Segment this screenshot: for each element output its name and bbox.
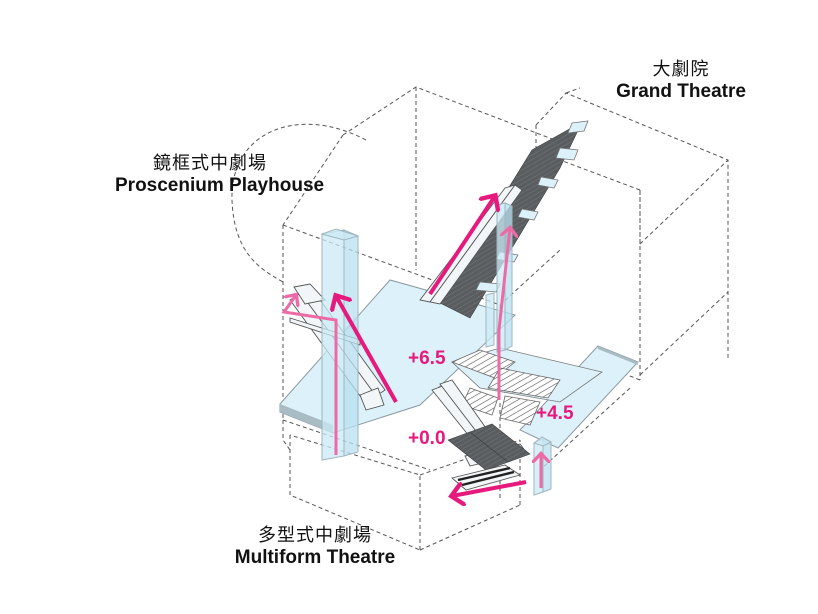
- level-label-ground: +0.0: [408, 428, 446, 449]
- level-label-upper: +6.5: [408, 348, 446, 369]
- grand-theatre-en: Grand Theatre: [616, 80, 746, 102]
- grand-theatre-zh: 大劇院: [652, 59, 710, 80]
- slab-level-6-5-edge: [280, 404, 333, 433]
- label-multiform-theatre: 多型式中劇場 Multiform Theatre: [220, 525, 410, 569]
- proscenium-playhouse-zh: 鏡框式中劇場: [153, 153, 267, 174]
- multiform-theatre-zh: 多型式中劇場: [258, 525, 372, 546]
- multiform-theatre-en: Multiform Theatre: [234, 546, 396, 568]
- proscenium-arc-outline: [231, 123, 367, 283]
- arrow-proscenium-lift: [281, 295, 338, 455]
- grand-theatre-outline: [535, 87, 729, 471]
- ground-stairs: [447, 423, 531, 491]
- slab-level-4-5-edge: [598, 346, 638, 365]
- arrow-proscenium-escalator: [336, 296, 398, 403]
- arrow-grand-theatre-lift: [497, 228, 510, 400]
- level-label-middle: +4.5: [536, 403, 574, 424]
- arrow-grand-theatre-escalator: [428, 196, 495, 296]
- label-proscenium-playhouse: 鏡框式中劇場 Proscenium Playhouse: [115, 153, 324, 197]
- circulation-arrows: [281, 196, 541, 496]
- proscenium-playhouse-en: Proscenium Playhouse: [115, 174, 325, 196]
- grand-theatre-lift: [485, 202, 513, 353]
- label-grand-theatre: 大劇院 Grand Theatre: [596, 59, 766, 103]
- arrow-multiform-entry: [452, 480, 527, 496]
- proscenium-lift-column: [320, 228, 360, 461]
